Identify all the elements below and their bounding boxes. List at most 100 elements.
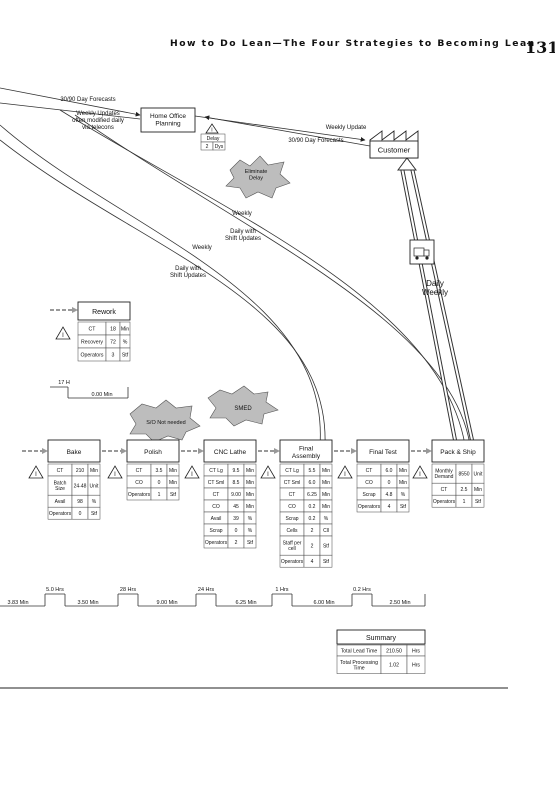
process-4-cell-3-2: Stf <box>400 504 407 510</box>
timeline-process-2: 9.00 Min <box>156 600 177 606</box>
inventory-i-2: I <box>191 472 193 478</box>
process-0-cell-1-2: Unit <box>90 483 100 489</box>
process-3-cell-3-1: 0.2 <box>309 504 316 510</box>
process-2-cell-5-2: % <box>248 528 253 534</box>
process-2-cell-1-0: CT Sml <box>208 480 225 486</box>
page-header: How to Do Lean—The Four Strategies to Be… <box>170 38 536 49</box>
delay-title: Delay <box>207 136 220 142</box>
process-2-cell-2-0: CT <box>213 492 220 498</box>
timeline-process-1: 3.50 Min <box>77 600 98 606</box>
process-3-cell-5-1: 2 <box>311 528 314 534</box>
summary-cell-1-2: Hrs <box>412 663 420 669</box>
process-0-cell-0-1: 210 <box>76 468 85 474</box>
push-arrowhead-1 <box>121 448 127 454</box>
process-2-cell-6-1: 2 <box>235 540 238 546</box>
process-1-cell-1-2: Min <box>169 480 177 486</box>
process-1-cell-0-2: Min <box>169 468 177 474</box>
inventory-i-4: I <box>344 472 346 478</box>
kaizen-burst-smed: SMED <box>207 385 279 427</box>
inventory-triangle-0 <box>28 465 44 479</box>
process-5-cell-0-1: 8550 <box>458 471 469 477</box>
process-4-cell-1-0: CO <box>365 480 373 486</box>
timeline-process-3: 6.25 Min <box>235 600 256 606</box>
process-3-cell-1-2: Min <box>322 480 330 486</box>
process-3-cell-2-0: CT <box>289 492 296 498</box>
timeline-wait-3: 1 Hrs <box>275 587 288 593</box>
delay-inventory: I Delay 2 Dys <box>200 123 226 151</box>
forecast-label-top: 30/90 Day Forecasts <box>60 97 115 103</box>
process-2-cell-3-0: CO <box>212 504 220 510</box>
rework-cell-0-2: Min <box>121 326 129 332</box>
process-0-cell-1-1: 24-48 <box>74 483 87 489</box>
rework-cell-0-1: 18 <box>110 326 116 332</box>
process-name-4: Final Test <box>369 449 397 456</box>
process-5-cell-2-1: 1 <box>463 499 466 505</box>
inventory-i-1: I <box>114 472 116 478</box>
summary-title: Summary <box>366 635 396 642</box>
timeline-process-5: 2.50 Min <box>389 600 410 606</box>
process-2-cell-0-0: CT Lg <box>209 468 223 474</box>
rework-timeline: 17 H 0.00 Min <box>50 380 129 399</box>
kaizen-so-not-needed-label: S/O Not needed <box>146 420 185 426</box>
inventory-i-0: I <box>35 472 37 478</box>
process-1-cell-2-1: 1 <box>158 492 161 498</box>
process-5-cell-1-0: CT <box>441 487 448 493</box>
push-arrowhead-3 <box>274 448 280 454</box>
timeline-process-0: 3.83 Min <box>7 600 28 606</box>
process-1-cell-2-2: Stf <box>170 492 177 498</box>
process-3-cell-6-1: 2 <box>311 543 314 549</box>
process-2-cell-1-1: 8.5 <box>233 480 240 486</box>
inventory-triangle-3 <box>260 465 276 479</box>
summary-cell-1-1: 1.02 <box>389 663 399 669</box>
process-0-cell-2-1: 98 <box>77 499 83 505</box>
process-1-cell-1-0: CO <box>135 480 143 486</box>
process-4-cell-3-1: 4 <box>388 504 391 510</box>
process-4-cell-2-1: 4.8 <box>386 492 393 498</box>
forecast-label-right: 30/90 Day Forecasts <box>288 138 343 144</box>
process-2-cell-5-1: 0 <box>235 528 238 534</box>
process-5-cell-2-0: Operators <box>433 499 456 505</box>
process-2-cell-4-2: % <box>248 516 253 522</box>
weekly-label-b: Weekly <box>192 245 212 251</box>
rework-cell-2-0: Operators <box>80 352 103 358</box>
process-4-cell-3-0: Operators <box>358 504 381 510</box>
rework-cell-0-0: CT <box>89 326 97 332</box>
process-name-5: Pack & Ship <box>440 449 476 456</box>
delay-value: 2 <box>206 144 209 150</box>
process-name-0: Bake <box>67 449 82 456</box>
timeline-wait-4: 0.2 Hrs <box>353 587 371 593</box>
push-arrowhead-5 <box>426 448 432 454</box>
process-5-cell-2-2: Stf <box>475 499 482 505</box>
kaizen-smed-label: SMED <box>234 406 252 412</box>
inventory-triangle-2 <box>184 465 200 479</box>
process-name-1: Polish <box>144 449 162 456</box>
page-number: 131 <box>525 38 555 57</box>
inventory-triangle-1 <box>107 465 123 479</box>
process-3-cell-4-0: Scrap <box>285 516 298 522</box>
process-3-cell-2-2: Min <box>322 492 330 498</box>
rework-cell-1-2: % <box>123 339 128 345</box>
process-2-cell-0-2: Min <box>246 468 254 474</box>
process-4-cell-2-2: % <box>401 492 406 498</box>
process-0-cell-0-0: CT <box>57 468 64 474</box>
process-2-cell-2-2: Min <box>246 492 254 498</box>
inventory-triangle-5 <box>412 465 428 479</box>
process-3-cell-5-2: Cll <box>323 528 329 534</box>
process-2-cell-6-0: Operators <box>205 540 228 546</box>
truck-icon <box>409 239 435 265</box>
